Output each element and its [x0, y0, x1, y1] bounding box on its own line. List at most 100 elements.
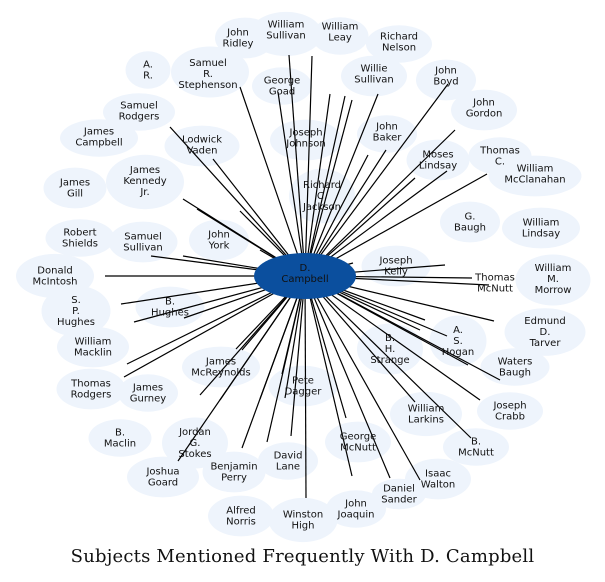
node-g-baugh[interactable]: G.Baugh: [454, 212, 486, 234]
node-halo: [390, 391, 462, 437]
node-label: B.Hughes: [151, 297, 189, 319]
node-halo: [440, 201, 500, 243]
node-halo: [215, 17, 275, 59]
edge-line: [304, 93, 331, 277]
node-halo: [258, 442, 318, 480]
node-halo: [88, 419, 152, 457]
edge-line: [304, 129, 456, 277]
node-halo: [326, 490, 386, 528]
node-a-r[interactable]: A.R.: [143, 60, 153, 82]
node-halo: [480, 348, 550, 386]
edge-line: [304, 275, 472, 439]
node-halo: [443, 428, 509, 466]
node-halo: [118, 374, 178, 412]
edge-line: [277, 91, 306, 277]
node-b-h-strange[interactable]: B.H.Strange: [370, 333, 409, 366]
edge-line: [304, 275, 353, 477]
node-halo: [366, 25, 432, 63]
node-s-p-hughes[interactable]: S.P.Hughes: [57, 295, 95, 328]
node-halo: [43, 167, 107, 209]
node-halo: [56, 368, 126, 410]
node-halo: [268, 497, 338, 543]
node-b-mcnutt[interactable]: B.McNutt: [458, 437, 494, 459]
node-halo: [357, 323, 423, 375]
edge-line: [304, 275, 347, 419]
node-label: B.McNutt: [458, 437, 494, 459]
center-node-ellipse[interactable]: [254, 253, 356, 299]
node-b-hughes[interactable]: B.Hughes: [151, 297, 189, 319]
node-b-maclin[interactable]: B.Maclin: [104, 428, 136, 450]
node-halo: [189, 219, 249, 261]
center-node[interactable]: D.Campbell: [254, 253, 356, 299]
node-a-s-hogan[interactable]: A.S.Hogan: [442, 325, 474, 358]
node-halo: [127, 456, 199, 498]
node-halo: [429, 315, 487, 367]
